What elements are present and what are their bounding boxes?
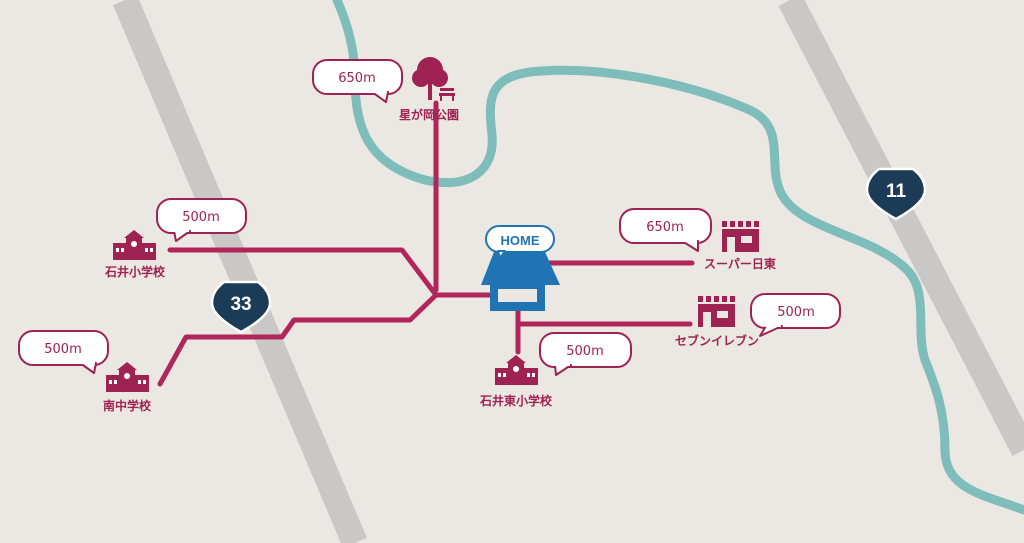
distance-label: 650m bbox=[646, 220, 683, 235]
place-seven-eleven[interactable]: セブンイレブン 500m bbox=[675, 293, 841, 348]
place-name: セブンイレブン bbox=[675, 333, 759, 348]
distance-label: 650m bbox=[338, 71, 375, 86]
place-hoshigaoka-park[interactable]: 星が岡公園 650m bbox=[312, 57, 459, 122]
distance-label: 500m bbox=[44, 342, 81, 357]
home-marker[interactable]: HOME bbox=[481, 225, 560, 311]
school-icon bbox=[113, 230, 156, 260]
place-name: 南中学校 bbox=[103, 398, 152, 413]
route-line-minami-school bbox=[157, 292, 439, 387]
distance-label: 500m bbox=[777, 305, 814, 320]
place-ishii-higashi-elementary[interactable]: 石井東小学校 500m bbox=[479, 332, 632, 408]
distance-bubble: 650m bbox=[619, 208, 712, 252]
river bbox=[332, 0, 1024, 515]
house-icon bbox=[481, 252, 560, 311]
highway-shield-11: 11 bbox=[865, 167, 927, 221]
route-shield-icon bbox=[210, 280, 272, 334]
route-shield-icon bbox=[865, 167, 927, 221]
distance-bubble: 500m bbox=[750, 293, 841, 337]
highway-number: 11 bbox=[886, 181, 907, 202]
place-name: 星が岡公園 bbox=[399, 107, 459, 122]
store-icon bbox=[722, 221, 759, 252]
route-lines bbox=[157, 100, 695, 387]
distance-bubble: 500m bbox=[539, 332, 632, 376]
place-name: 石井東小学校 bbox=[479, 393, 553, 408]
school-icon bbox=[106, 362, 149, 392]
place-minami-junior-high[interactable]: 南中学校 500m bbox=[18, 330, 152, 413]
home-label: HOME bbox=[501, 233, 540, 248]
place-super-nitto[interactable]: スーパー日東 650m bbox=[619, 208, 776, 271]
distance-bubble: 650m bbox=[312, 59, 403, 103]
distance-label: 500m bbox=[182, 210, 219, 225]
highway-number: 33 bbox=[230, 294, 251, 315]
highways bbox=[113, 0, 1024, 543]
route-line-ishii-school bbox=[167, 247, 439, 298]
place-name: スーパー日東 bbox=[704, 256, 776, 271]
highway-shield-33: 33 bbox=[210, 280, 272, 334]
park-tree-icon bbox=[412, 57, 455, 101]
distance-bubble: 500m bbox=[18, 330, 109, 374]
route-line-seven-eleven bbox=[515, 307, 693, 327]
distance-label: 500m bbox=[566, 344, 603, 359]
distance-bubble: 500m bbox=[156, 198, 247, 242]
school-icon bbox=[495, 355, 538, 385]
highway-road-33 bbox=[113, 0, 367, 543]
place-name: 石井小学校 bbox=[104, 264, 166, 279]
store-icon bbox=[698, 296, 735, 327]
place-ishii-elementary[interactable]: 石井小学校 500m bbox=[104, 198, 247, 279]
home-label-bubble: HOME bbox=[485, 225, 555, 259]
highway-road-11 bbox=[778, 0, 1024, 456]
